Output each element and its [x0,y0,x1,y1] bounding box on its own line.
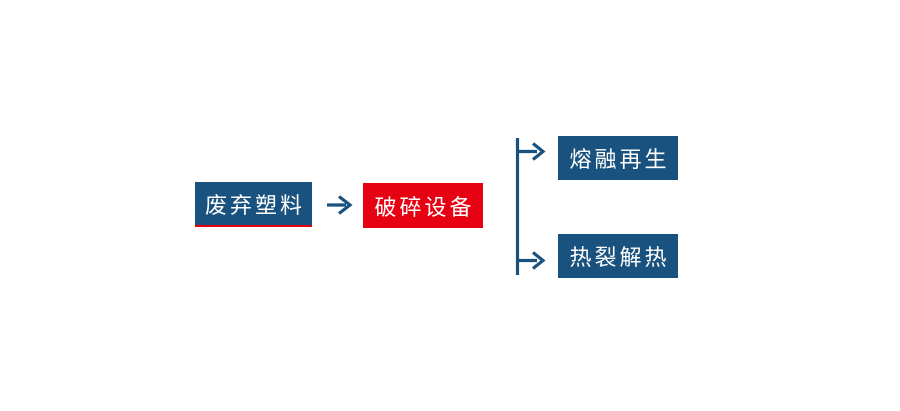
node-crushing-equipment-label: 破碎设备 [374,194,475,220]
node-waste-plastic: 废弃塑料 [195,182,312,227]
node-melt-regeneration-label: 熔融再生 [569,147,670,172]
arrow-right-icon [532,142,546,161]
branch-connector [515,138,546,275]
node-crushing-equipment: 破碎设备 [363,183,483,228]
node-pyrolysis-heat-label: 热裂解热 [569,245,670,270]
node-waste-plastic-label: 废弃塑料 [204,192,305,218]
arrow-right-icon [532,251,546,270]
arrow-right-icon [327,195,353,215]
node-pyrolysis-heat: 热裂解热 [558,234,678,278]
node-melt-regeneration: 熔融再生 [558,136,678,180]
